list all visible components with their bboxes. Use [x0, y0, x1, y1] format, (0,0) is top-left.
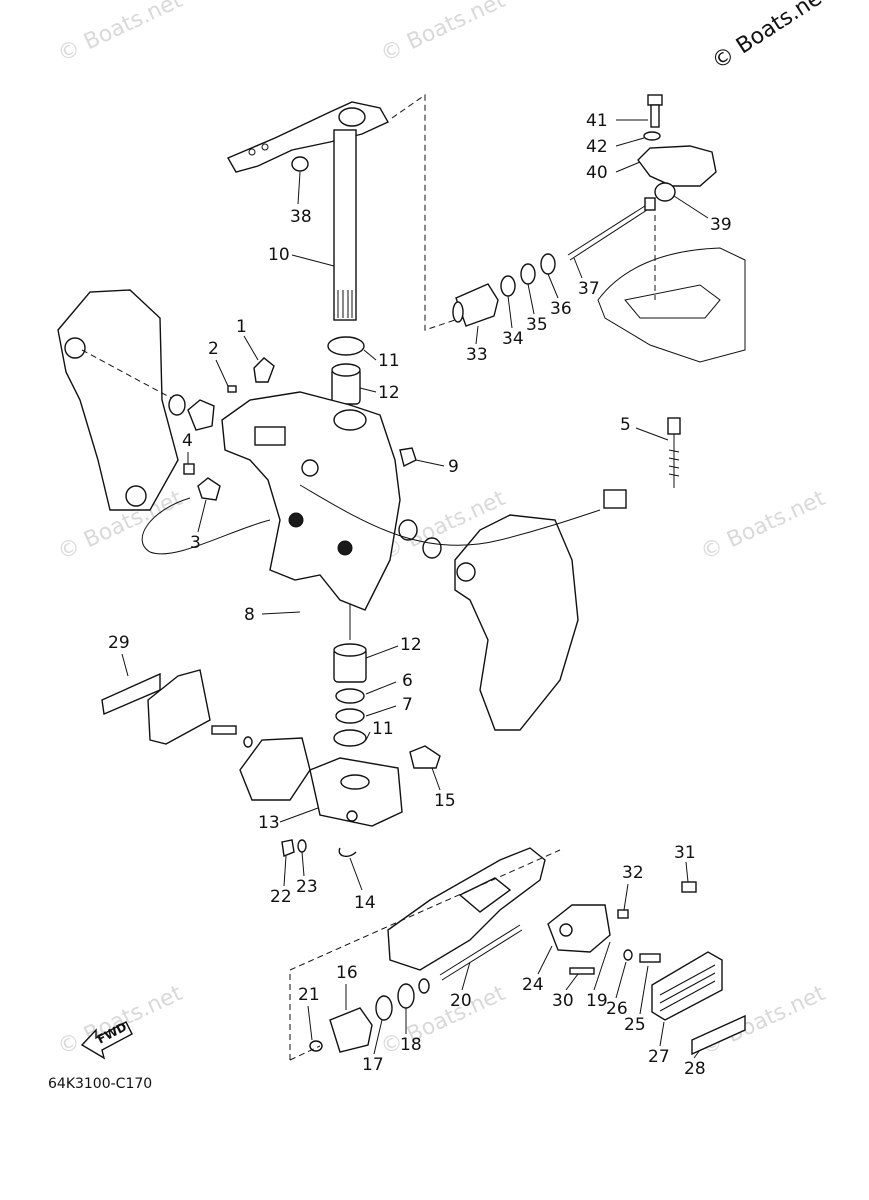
screw-5	[667, 417, 681, 488]
swivel-bracket	[221, 336, 417, 611]
callout-15: 15	[434, 791, 456, 811]
callout-33: 33	[466, 345, 488, 365]
callout-13: 13	[258, 813, 280, 833]
bushing-washer-set	[452, 253, 556, 327]
callout-27: 27	[648, 1047, 670, 1067]
callout-28: 28	[684, 1059, 706, 1079]
callout-40: 40	[586, 163, 608, 183]
callout-17: 17	[362, 1055, 384, 1075]
callout-30: 30	[552, 991, 574, 1011]
callout-42: 42	[586, 137, 608, 157]
steering-shaft-assembly	[227, 94, 456, 331]
callout-32: 32	[622, 863, 644, 883]
bottom-clamp-bracket	[387, 847, 746, 1056]
callout-4: 4	[182, 431, 193, 451]
callout-37: 37	[578, 279, 600, 299]
callout-35: 35	[526, 315, 548, 335]
callout-12: 12	[378, 383, 400, 403]
callout-26: 26	[606, 999, 628, 1019]
diagram-code: 64K3100-C170	[48, 1076, 152, 1092]
callout-23: 23	[296, 877, 318, 897]
callout-14: 14	[354, 893, 376, 913]
callout-8: 8	[244, 605, 255, 625]
plate-29	[101, 669, 211, 745]
callout-10: 10	[268, 245, 290, 265]
callout-2: 2	[208, 339, 219, 359]
callout-38: 38	[290, 207, 312, 227]
callout-7: 7	[402, 695, 413, 715]
callout-18: 18	[400, 1035, 422, 1055]
callout-24: 24	[522, 975, 544, 995]
callouts: 1 2 3 4 5 6 7 8 9 10 11 12 12 11 13 14 1…	[108, 111, 732, 1079]
watermark: © Boats.net	[377, 0, 510, 67]
callout-12b: 12	[400, 635, 422, 655]
callout-36: 36	[550, 299, 572, 319]
lower-bushing-stack	[333, 604, 367, 747]
right-stern-bracket	[299, 484, 627, 731]
callout-16: 16	[336, 963, 358, 983]
callout-20: 20	[450, 991, 472, 1011]
watermark: © Boats.net	[377, 981, 510, 1061]
callout-41: 41	[586, 111, 608, 131]
copyright-text: © Boats.net	[708, 0, 834, 75]
callout-1: 1	[236, 317, 247, 337]
callout-6: 6	[402, 671, 413, 691]
callout-29: 29	[108, 633, 130, 653]
callout-9: 9	[448, 457, 459, 477]
callout-3: 3	[190, 533, 201, 553]
watermark: © Boats.net	[54, 0, 187, 67]
callout-11: 11	[378, 351, 400, 371]
callout-19: 19	[586, 991, 608, 1011]
left-stern-bracket	[57, 289, 215, 511]
callout-25: 25	[624, 1015, 646, 1035]
callout-34: 34	[502, 329, 524, 349]
callout-22: 22	[270, 887, 292, 907]
lock-bracket	[211, 725, 441, 858]
callout-21: 21	[298, 985, 320, 1005]
callout-5: 5	[620, 415, 631, 435]
callout-39: 39	[710, 215, 732, 235]
callout-11b: 11	[372, 719, 394, 739]
clamp-parts	[141, 357, 275, 555]
callout-31: 31	[674, 843, 696, 863]
tie-bar-bracket	[567, 94, 746, 363]
watermark: © Boats.net	[697, 486, 830, 566]
